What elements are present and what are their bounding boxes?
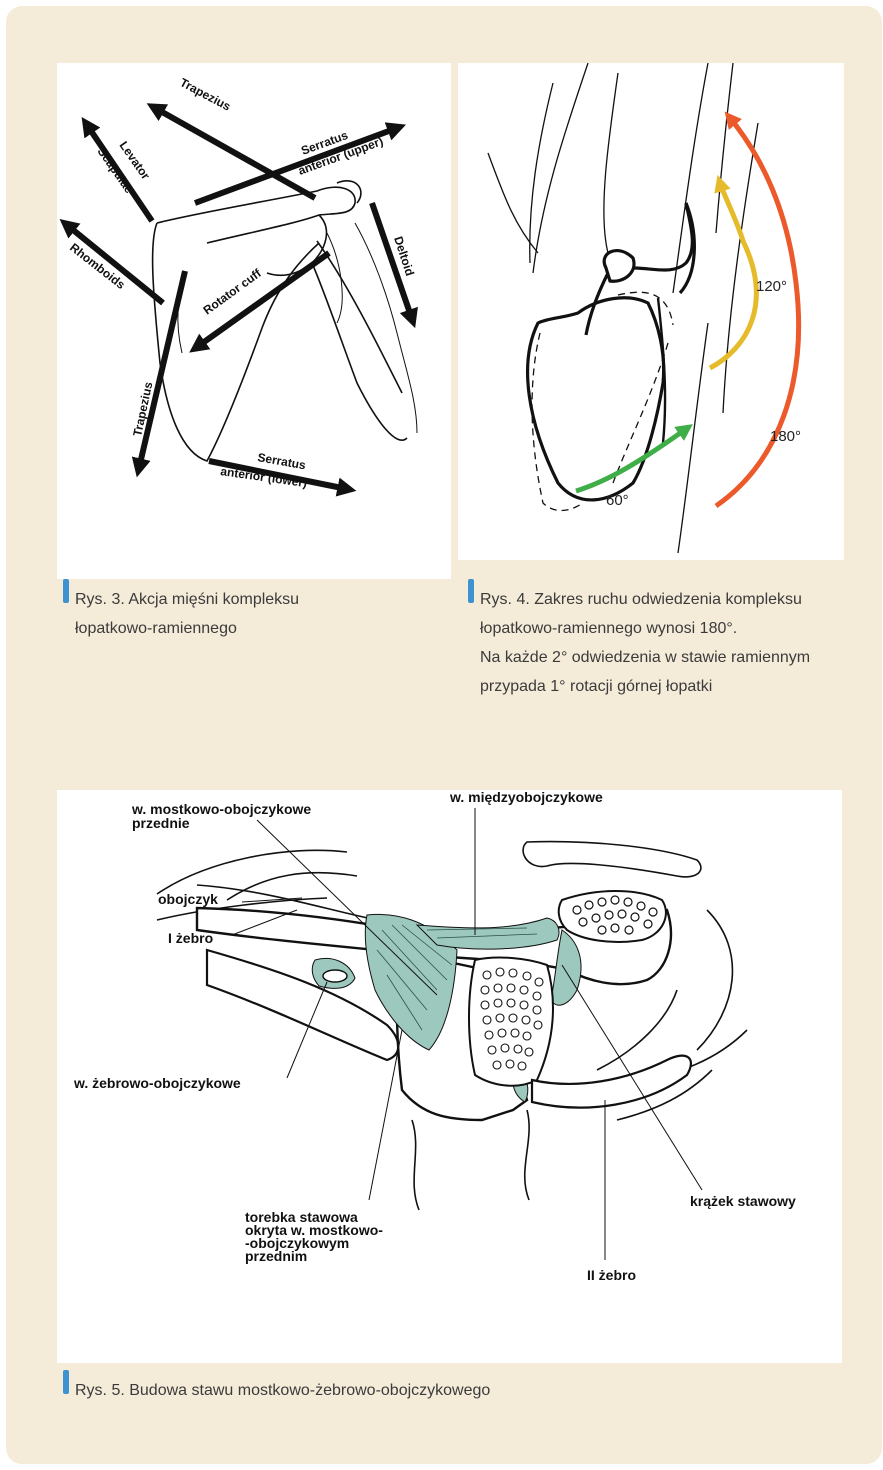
caption-line: Na każde 2° odwiedzenia w stawie ramienn… xyxy=(480,643,870,672)
scapula-outline xyxy=(153,223,319,461)
ligament-interclavicular xyxy=(417,918,559,949)
caption-line: łopatkowo-ramiennego wynosi 180°. xyxy=(480,614,870,643)
caption-line: Rys. 3. Akcja mięśni kompleksu xyxy=(75,585,445,614)
label-rib2: II żebro xyxy=(587,1267,636,1283)
arc-120 xyxy=(710,183,756,368)
caption-line: Rys. 5. Budowa stawu mostkowo-żebrowo-ob… xyxy=(75,1376,775,1405)
sternoclavicular-joint-drawing: w. mostkowo-obojczykowe przednie w. międ… xyxy=(57,790,842,1363)
label-rib1: I żebro xyxy=(168,930,213,946)
angle-120: 120° xyxy=(756,278,787,295)
angle-60: 60° xyxy=(606,492,629,509)
figure-3-caption: Rys. 3. Akcja mięśni kompleksu łopatkowo… xyxy=(75,585,445,643)
caption-line: łopatkowo-ramiennego xyxy=(75,614,445,643)
figure-4-illustration: 60° 120° 180° xyxy=(458,63,844,560)
label-interclav: w. międzyobojczykowe xyxy=(449,790,603,805)
caption-marker xyxy=(468,579,474,603)
arc-180 xyxy=(716,118,799,506)
label-sternoclav-2: przednie xyxy=(132,815,190,831)
caption-line: przypada 1° rotacji górnej łopatki xyxy=(480,672,870,701)
rib-2-shape xyxy=(532,1056,691,1108)
label-trapezius-upper: Trapezius xyxy=(178,75,234,114)
figure-3-illustration: Trapezius Levator Scapulae Serratus ante… xyxy=(57,63,451,579)
rhomboids-arrow xyxy=(67,225,163,303)
label-disc: krążek stawowy xyxy=(690,1193,796,1209)
caption-marker xyxy=(63,1370,69,1394)
figure-5-illustration: w. mostkowo-obojczykowe przednie w. międ… xyxy=(57,790,842,1363)
label-rotator-cuff: Rotator cuff xyxy=(201,266,265,318)
caption-line: Rys. 4. Zakres ruchu odwiedzenia komplek… xyxy=(480,585,870,614)
shoulder-abduction-drawing: 60° 120° 180° xyxy=(458,63,844,560)
figure-5-caption: Rys. 5. Budowa stawu mostkowo-żebrowo-ob… xyxy=(75,1376,775,1405)
label-clavicle: obojczyk xyxy=(158,891,218,907)
caption-marker xyxy=(63,579,69,603)
scapula-muscle-actions-drawing: Trapezius Levator Scapulae Serratus ante… xyxy=(57,63,451,579)
trapezius-upper-arrow xyxy=(155,108,315,198)
label-costoclav: w. żebrowo-obojczykowe xyxy=(73,1075,241,1091)
scapula-outline xyxy=(528,298,664,500)
angle-180: 180° xyxy=(770,428,801,445)
label-capsule-4: przednim xyxy=(245,1248,307,1264)
figure-4-caption: Rys. 4. Zakres ruchu odwiedzenia komplek… xyxy=(480,585,870,701)
